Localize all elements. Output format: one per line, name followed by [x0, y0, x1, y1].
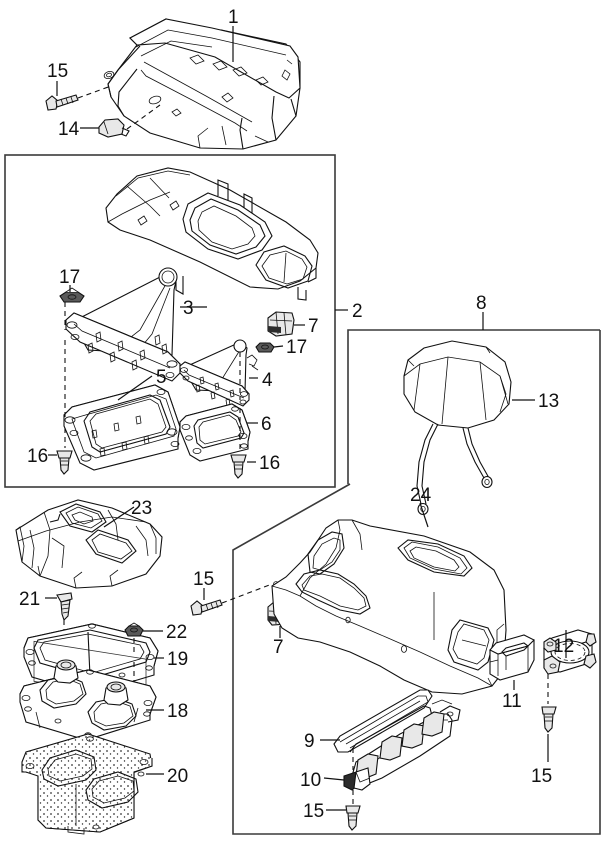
- callout-9: 9: [304, 731, 340, 752]
- callout-number-3: 3: [183, 298, 194, 319]
- part-4-transfer-shift-boot: [179, 339, 259, 407]
- part-10-trim-end-cap: [343, 767, 371, 791]
- callout-number-17-right: 17: [286, 337, 307, 358]
- part-2-console-upper-panel: [105, 167, 319, 301]
- callout-3: 3: [180, 298, 207, 319]
- callout-17-right: 17: [273, 337, 307, 358]
- callout-number-19: 19: [167, 649, 188, 670]
- part-12-cup-holder: [543, 629, 597, 675]
- assembly-dash-15-console: [221, 583, 273, 604]
- callout-7-upper: 7: [294, 316, 319, 337]
- callout-13: 13: [512, 391, 559, 412]
- callout-number-16-left: 16: [27, 446, 48, 467]
- callout-19: 19: [154, 649, 188, 670]
- part-6-boot-retainer-transfer: [179, 403, 251, 462]
- group-box-24: [232, 330, 601, 835]
- callout-number-20: 20: [167, 766, 188, 787]
- part-22-nut: [124, 622, 144, 637]
- callout-number-8: 8: [476, 293, 487, 314]
- callout-number-7-upper: 7: [308, 316, 319, 337]
- group-box-8: [347, 329, 600, 484]
- callout-15-cupholder: 15: [531, 734, 552, 787]
- callout-number-4: 4: [262, 370, 273, 391]
- callout-22: 22: [143, 622, 187, 643]
- callout-number-15-trim: 15: [303, 801, 324, 822]
- callout-number-7-console: 7: [273, 637, 284, 658]
- part-17-nut-left: [59, 287, 85, 303]
- callout-number-18: 18: [167, 701, 188, 722]
- part-14-plug-cap: [98, 118, 130, 138]
- callout-20: 20: [146, 766, 188, 787]
- callout-number-6: 6: [261, 414, 272, 435]
- part-13-armrest-cushion: [403, 340, 512, 516]
- callout-7-console: 7: [273, 626, 284, 658]
- callout-11: 11: [502, 680, 522, 712]
- callout-15-trim: 15: [303, 801, 346, 822]
- callout-18: 18: [146, 701, 188, 722]
- callout-21: 21: [19, 589, 57, 610]
- callout-16-left: 16: [27, 446, 57, 467]
- part-1-upper-console-body: [103, 18, 301, 150]
- part-3-main-shift-boot: [65, 267, 181, 382]
- part-9-side-trim-panel: [333, 689, 461, 787]
- callout-number-15-cupholder: 15: [531, 766, 552, 787]
- part-15-screw-trim: [345, 805, 361, 831]
- callout-14: 14: [58, 119, 99, 140]
- callout-6: 6: [247, 414, 272, 435]
- group-box-2: [4, 154, 336, 488]
- callout-4: 4: [249, 370, 273, 391]
- callout-number-22: 22: [166, 622, 187, 643]
- part-15-screw-console: [190, 599, 223, 616]
- part-7-clip-upper: [267, 311, 295, 337]
- callout-15-upper: 15: [47, 61, 68, 96]
- part-11-storage-tray: [489, 634, 535, 681]
- part-24-main-console-body: [271, 519, 507, 695]
- callout-number-17-left: 17: [59, 267, 80, 288]
- part-15-screw-upper: [45, 94, 79, 111]
- callout-8: 8: [476, 293, 487, 330]
- callout-1: 1: [228, 7, 239, 62]
- callout-17-left: 17: [59, 267, 80, 292]
- callout-5: 5: [117, 367, 167, 401]
- callout-number-24: 24: [410, 485, 432, 506]
- callout-number-2: 2: [352, 301, 363, 322]
- callout-number-12: 12: [553, 636, 574, 657]
- callout-23: 23: [103, 498, 152, 528]
- callout-number-10: 10: [300, 770, 321, 791]
- part-23-console-cover-panel: [15, 499, 163, 589]
- callout-10: 10: [300, 770, 345, 791]
- part-18-lower-dual-boot: [19, 659, 157, 741]
- callout-number-9: 9: [304, 731, 315, 752]
- callout-number-16-right: 16: [259, 453, 280, 474]
- callout-number-14: 14: [58, 119, 80, 140]
- callout-number-23: 23: [131, 498, 152, 519]
- callout-number-15-upper: 15: [47, 61, 68, 82]
- callout-number-15-console: 15: [193, 569, 214, 590]
- callout-number-11: 11: [502, 691, 522, 712]
- callout-24: 24: [410, 485, 432, 528]
- assembly-dash-upper: [77, 85, 161, 130]
- part-16-screw-left: [56, 450, 73, 475]
- part-20-insulator-box: [21, 733, 153, 835]
- part-21-screw: [56, 592, 73, 622]
- callout-number-1: 1: [228, 7, 239, 28]
- callout-12: 12: [553, 630, 574, 658]
- callout-number-13: 13: [538, 391, 559, 412]
- callout-15-console: 15: [193, 569, 214, 600]
- part-15-screw-cupholder: [541, 706, 557, 733]
- callout-16-right: 16: [247, 453, 280, 474]
- part-17-nut-right: [255, 342, 275, 353]
- callout-number-21: 21: [19, 589, 40, 610]
- callout-2: 2: [335, 301, 363, 322]
- callout-number-5: 5: [156, 367, 167, 388]
- part-16-screw-right: [230, 454, 247, 479]
